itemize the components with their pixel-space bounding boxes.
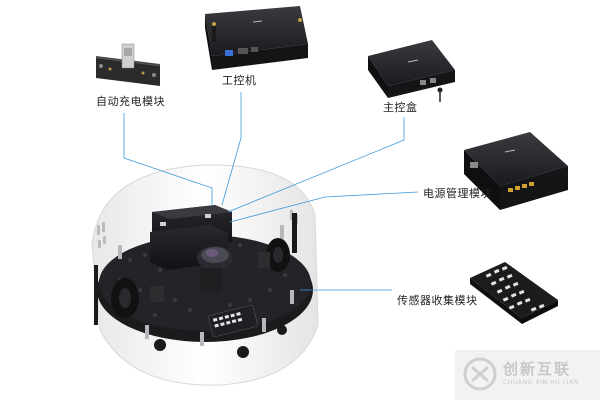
main-control-box-image xyxy=(368,40,455,102)
leader-line-auto-charge xyxy=(123,113,213,206)
ipc-image xyxy=(205,6,308,70)
label-ipc: 工控机 xyxy=(222,74,257,87)
watermark-logo-icon xyxy=(463,357,497,391)
leader-lines xyxy=(123,92,419,291)
power-module-image xyxy=(464,132,568,210)
robot-chassis xyxy=(91,164,319,386)
sensor-terminal-pins xyxy=(485,265,545,312)
label-main-control-box: 主控盒 xyxy=(383,101,418,114)
watermark: 创新互联 CHUANG XIN HU LIAN xyxy=(455,350,600,400)
leader-line-ipc xyxy=(221,92,242,206)
watermark-text-cn: 创新互联 xyxy=(503,360,572,378)
label-auto-charge-module: 自动充电模块 xyxy=(96,95,165,108)
watermark-text-en: CHUANG XIN HU LIAN xyxy=(503,379,579,386)
auto-charge-module-image xyxy=(96,43,160,86)
sensor-module-image xyxy=(470,262,558,324)
leader-line-main-box xyxy=(227,117,405,213)
leader-line-power xyxy=(229,191,419,223)
label-sensor-collection-module: 传感器收集模块 xyxy=(397,294,478,307)
label-power-management-module: 电源管理模块 xyxy=(423,187,492,200)
